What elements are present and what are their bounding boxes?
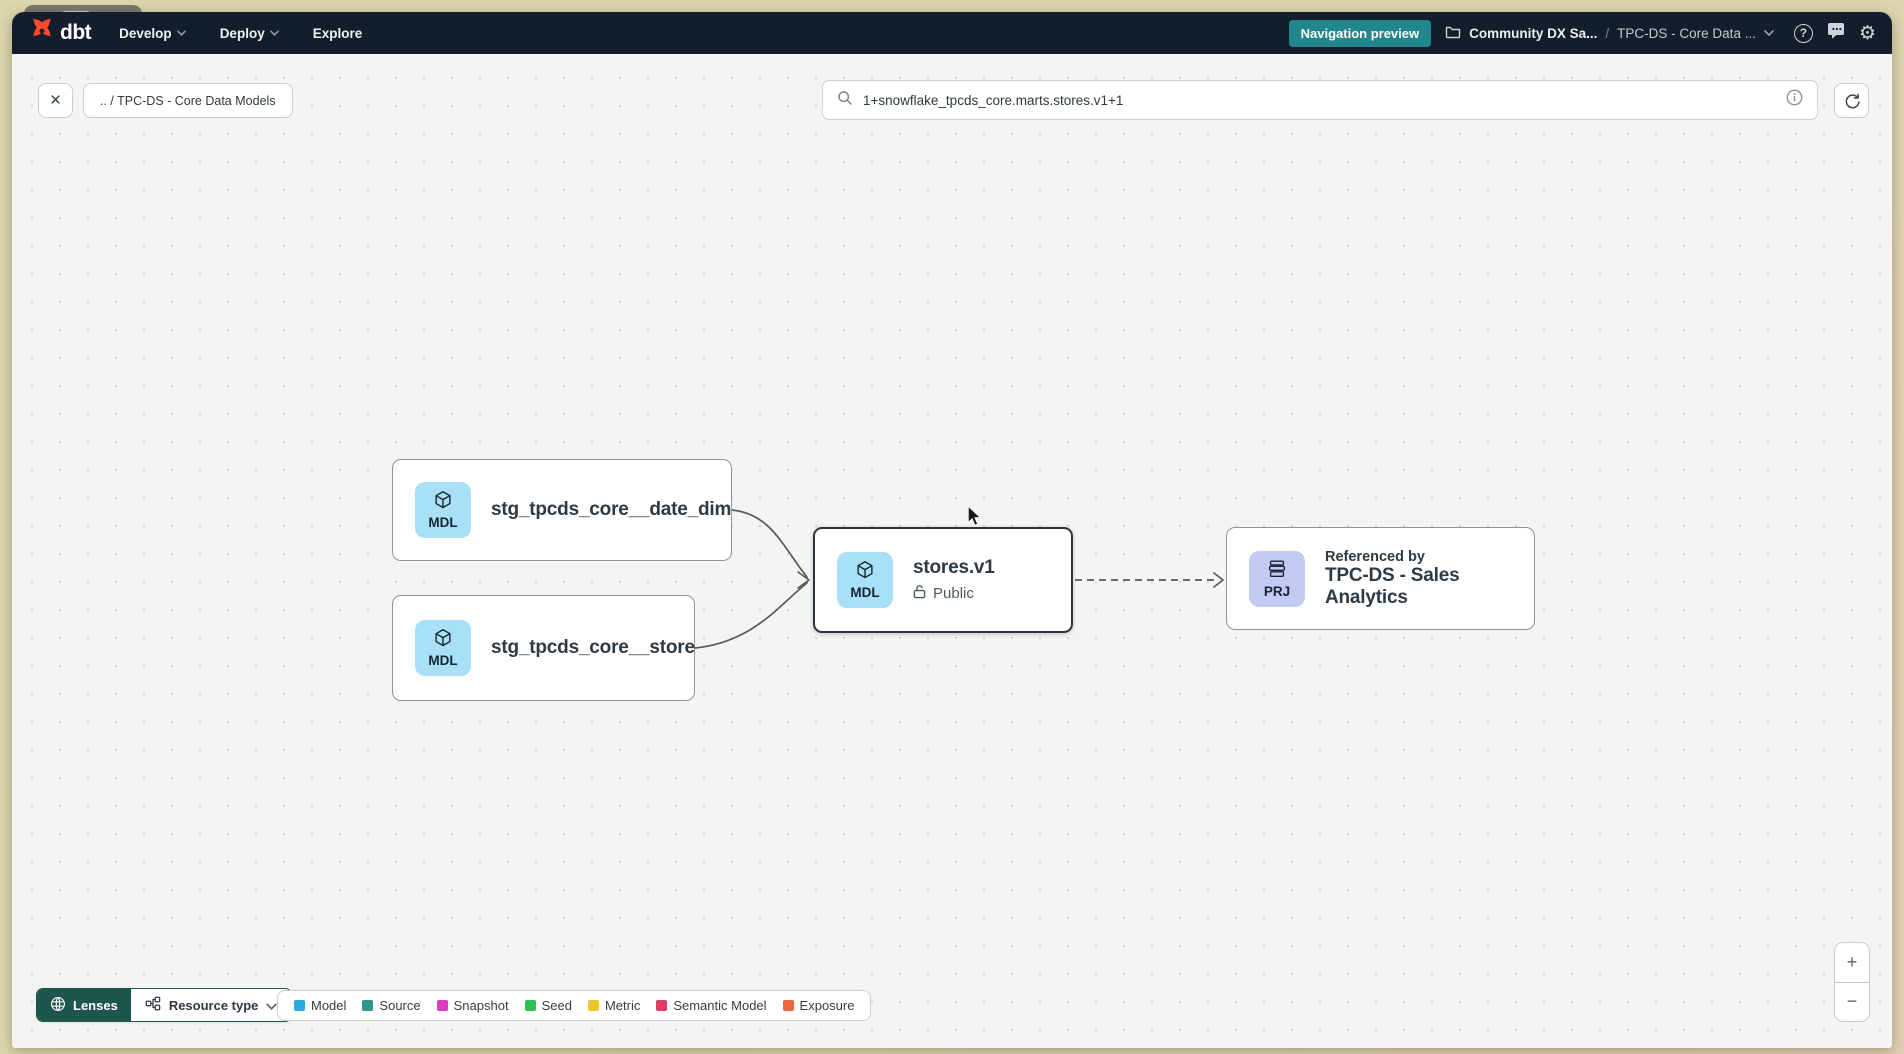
node-stg-tpcds-core-date-dim[interactable]: MDL stg_tpcds_core__date_dim	[392, 459, 732, 561]
node-label: stores.v1	[913, 557, 995, 579]
node-referenced-project[interactable]: PRJ Referenced by TPC-DS - Sales Analyti…	[1226, 527, 1535, 630]
chevron-down-icon	[266, 998, 277, 1013]
cube-icon	[432, 489, 454, 516]
model-badge: MDL	[837, 552, 893, 608]
model-badge: MDL	[415, 482, 471, 538]
nav-item-explore-label: Explore	[313, 26, 363, 41]
refresh-button[interactable]	[1834, 83, 1869, 118]
node-label: stg_tpcds_core__date_dim	[491, 499, 731, 521]
legend-item-source: Source	[362, 998, 420, 1013]
resource-type-legend: Model Source Snapshot Seed Metric Semant…	[277, 990, 871, 1021]
legend-item-metric: Metric	[588, 998, 640, 1013]
legend-item-exposure: Exposure	[783, 998, 855, 1013]
node-kicker: Referenced by	[1325, 549, 1512, 565]
source-swatch	[362, 1000, 373, 1011]
badge-label: PRJ	[1264, 585, 1290, 600]
access-label: Public	[933, 585, 974, 602]
legend-label: Exposure	[800, 998, 855, 1013]
legend-label: Semantic Model	[673, 998, 766, 1013]
access-row: Public	[913, 584, 995, 603]
legend-item-semantic-model: Semantic Model	[656, 998, 766, 1013]
feedback-icon[interactable]	[1826, 22, 1846, 45]
breadcrumb: Community DX Sa... / TPC-DS - Core Data …	[1445, 25, 1774, 42]
archive-icon	[1266, 558, 1288, 585]
help-icon[interactable]: ?	[1794, 24, 1813, 43]
legend-label: Metric	[605, 998, 640, 1013]
dbt-logo-text: dbt	[60, 21, 91, 45]
legend-item-model: Model	[294, 998, 346, 1013]
gear-icon[interactable]: ⚙	[1859, 24, 1876, 43]
model-swatch	[294, 1000, 305, 1011]
lineage-breadcrumb-chip[interactable]: .. / TPC-DS - Core Data Models	[83, 83, 293, 118]
exposure-swatch	[783, 1000, 794, 1011]
metric-swatch	[588, 1000, 599, 1011]
legend-label: Source	[379, 998, 420, 1013]
node-stg-tpcds-core-store[interactable]: MDL stg_tpcds_core__store	[392, 595, 695, 701]
search-icon	[837, 90, 853, 111]
project-badge: PRJ	[1249, 551, 1305, 607]
chevron-down-icon[interactable]	[1764, 30, 1774, 36]
dbt-logo[interactable]: dbt	[28, 17, 91, 50]
chevron-down-icon	[177, 30, 186, 36]
lineage-canvas[interactable]: × .. / TPC-DS - Core Data Models M	[12, 54, 1892, 1048]
zoom-in-button[interactable]: +	[1835, 943, 1869, 983]
chevron-down-icon	[270, 30, 279, 36]
selector-search-input[interactable]	[863, 93, 1776, 108]
semantic-model-swatch	[656, 1000, 667, 1011]
resource-type-dropdown[interactable]: Resource type	[131, 989, 292, 1021]
resource-type-label: Resource type	[169, 998, 259, 1013]
breadcrumb-project[interactable]: Community DX Sa...	[1469, 26, 1597, 41]
lineage-search-bar	[822, 80, 1818, 120]
node-label: TPC-DS - Sales Analytics	[1325, 565, 1512, 609]
top-navbar: dbt Develop Deploy Explore Navigation pr…	[12, 12, 1892, 54]
badge-label: MDL	[850, 586, 879, 601]
legend-label: Snapshot	[454, 998, 509, 1013]
lens-controls: Lenses Resource type	[36, 988, 292, 1022]
dbt-logo-icon	[28, 17, 56, 50]
zoom-out-button[interactable]: −	[1835, 983, 1869, 1022]
resource-type-icon	[145, 996, 161, 1014]
app-window: dbt Develop Deploy Explore Navigation pr…	[12, 12, 1892, 1048]
unlock-icon	[913, 584, 926, 603]
lenses-label: Lenses	[73, 998, 118, 1013]
info-icon[interactable]	[1786, 89, 1803, 111]
nav-item-explore[interactable]: Explore	[313, 26, 363, 41]
nav-item-develop-label: Develop	[119, 26, 172, 41]
nav-item-develop[interactable]: Develop	[119, 26, 186, 41]
model-badge: MDL	[415, 620, 471, 676]
nav-item-deploy-label: Deploy	[220, 26, 265, 41]
breadcrumb-separator: /	[1605, 26, 1609, 41]
badge-label: MDL	[428, 516, 457, 531]
folder-icon	[1445, 25, 1461, 42]
nav-item-deploy[interactable]: Deploy	[220, 26, 279, 41]
badge-label: MDL	[428, 654, 457, 669]
breadcrumb-environment[interactable]: TPC-DS - Core Data ...	[1617, 26, 1756, 41]
legend-item-seed: Seed	[525, 998, 572, 1013]
lenses-button[interactable]: Lenses	[37, 989, 131, 1021]
cube-icon	[432, 627, 454, 654]
legend-item-snapshot: Snapshot	[437, 998, 509, 1013]
close-button[interactable]: ×	[38, 83, 73, 118]
snapshot-swatch	[437, 1000, 448, 1011]
node-label: stg_tpcds_core__store	[491, 637, 695, 659]
lens-icon	[50, 996, 66, 1015]
legend-label: Model	[311, 998, 346, 1013]
zoom-control: + −	[1834, 942, 1870, 1022]
legend-label: Seed	[542, 998, 572, 1013]
navigation-preview-badge[interactable]: Navigation preview	[1289, 20, 1431, 47]
seed-swatch	[525, 1000, 536, 1011]
node-stores-v1[interactable]: MDL stores.v1 Public	[813, 527, 1073, 633]
cube-icon	[854, 559, 876, 586]
